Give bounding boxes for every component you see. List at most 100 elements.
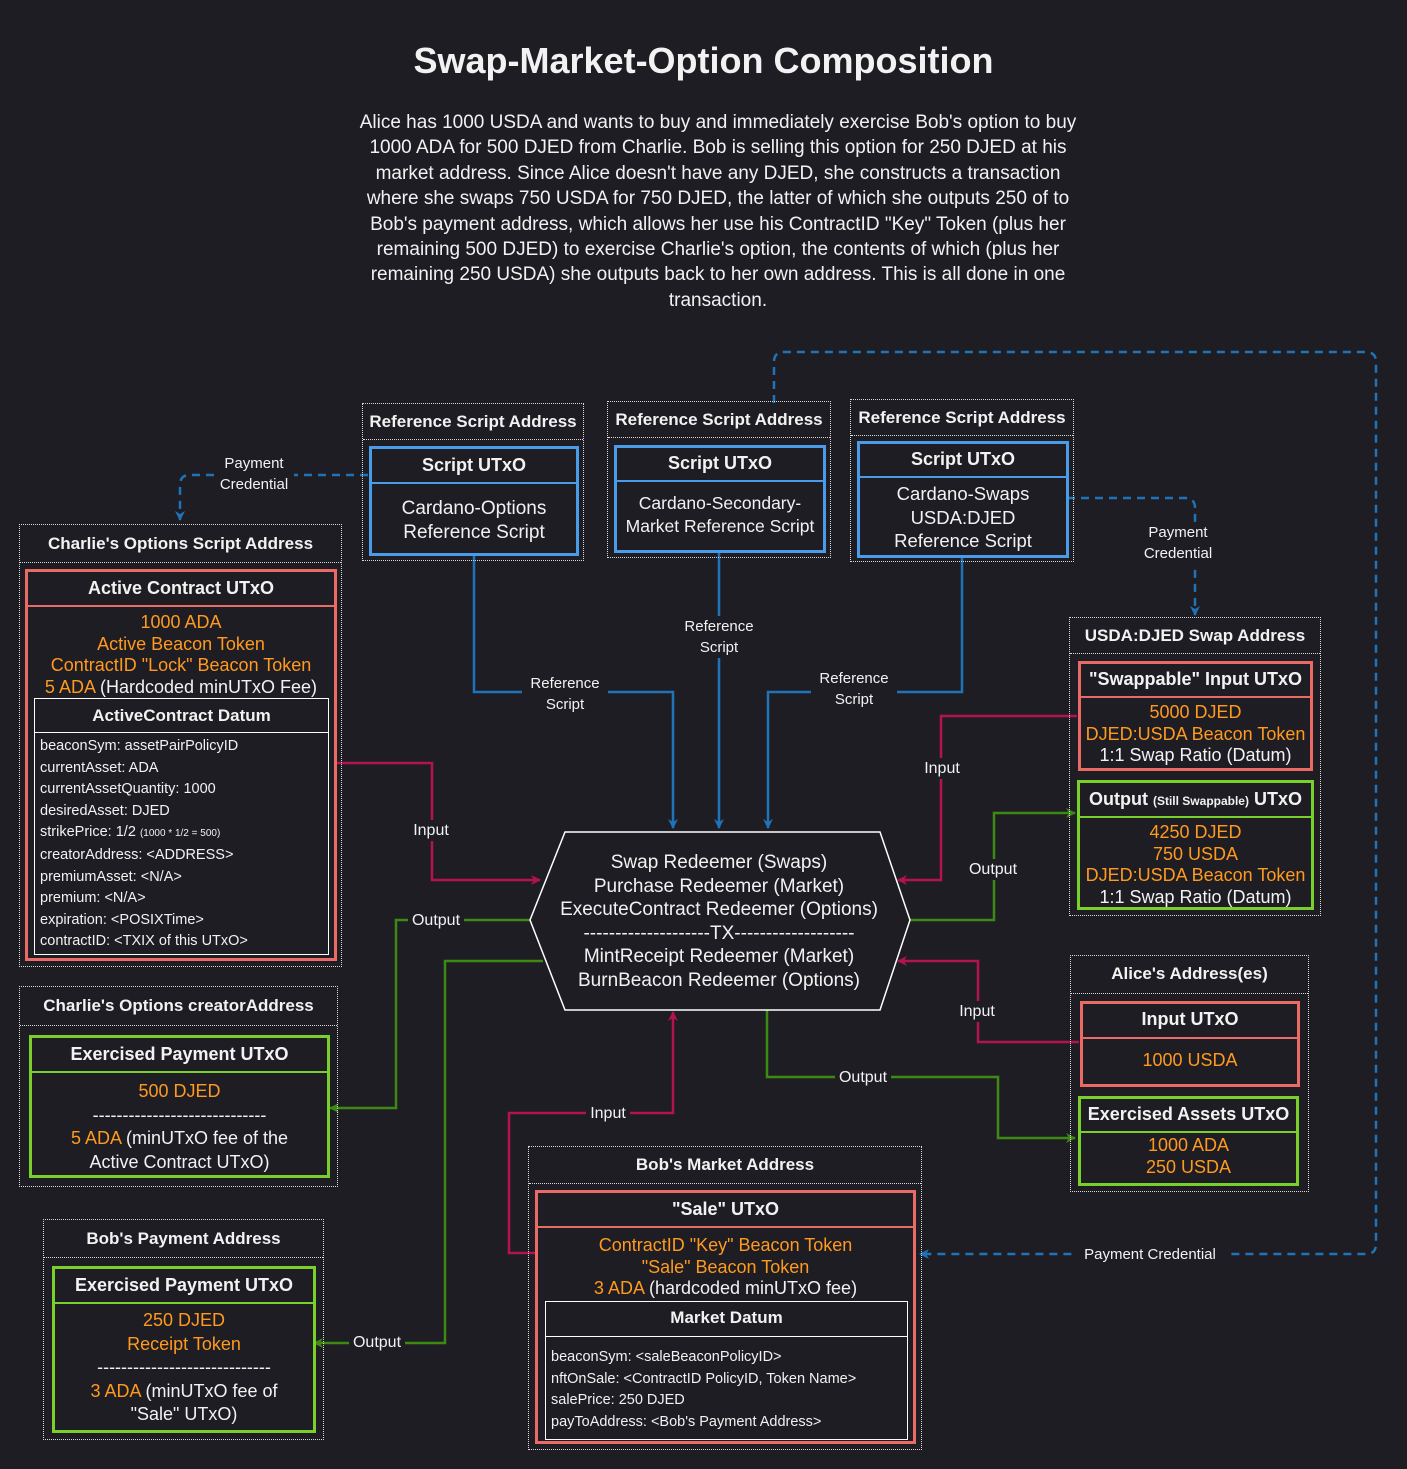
utxo-title: Output (Still Swappable) UTxO bbox=[1088, 789, 1303, 809]
utxo-title: Input UTxO bbox=[1141, 1009, 1239, 1029]
utxo-title: "Sale" UTxO bbox=[671, 1199, 780, 1219]
divider: ----------------------------- bbox=[97, 1357, 271, 1377]
alice-input-utxo: Input UTxO 1000 USDA bbox=[1080, 1001, 1300, 1087]
asset-line: 500 DJED bbox=[138, 1081, 221, 1101]
fee-line: Active Contract UTxO) bbox=[89, 1151, 270, 1172]
script-name: Cardano-Secondary- bbox=[638, 493, 802, 513]
datum-title: ActiveContract Datum bbox=[35, 699, 328, 733]
script-name: Cardano-Swaps bbox=[896, 483, 1030, 504]
fee-line: 3 ADA (minUTxO fee of bbox=[90, 1380, 278, 1401]
description: Alice has 1000 USDA and wants to buy and… bbox=[359, 112, 1077, 311]
utxo-title: Script UTxO bbox=[910, 449, 1016, 469]
pc-edge-market bbox=[772, 350, 1378, 1259]
tx-redeemers: Swap Redeemer (Swaps) Purchase Redeemer … bbox=[540, 851, 898, 992]
datum-field: premiumAsset: <N/A> bbox=[40, 868, 182, 885]
datum-field: contractID: <TXIX of this UTxO> bbox=[40, 933, 248, 950]
asset-line: Receipt Token bbox=[127, 1333, 241, 1354]
address-title: Charlie's Options creatorAddress bbox=[43, 996, 314, 1015]
datum-title: Market Datum bbox=[546, 1302, 907, 1337]
reference-script-address-options: Reference Script Address Script UTxO Car… bbox=[362, 403, 584, 561]
datum-note: 1:1 Swap Ratio (Datum) bbox=[1099, 886, 1292, 907]
address-title: Bob's Market Address bbox=[635, 1155, 815, 1174]
utxo-title: Script UTxO bbox=[667, 453, 773, 473]
edge-label-output: Output bbox=[835, 1067, 891, 1088]
datum-field: strikePrice: 1/2 (1000 * 1/2 = 500) bbox=[40, 824, 221, 841]
address-title: Alice's Address(es) bbox=[1111, 964, 1268, 983]
asset-line: 1000 USDA bbox=[1142, 1050, 1238, 1070]
address-title: Reference Script Address bbox=[858, 408, 1066, 427]
datum-field: salePrice: 250 DJED bbox=[551, 1392, 685, 1409]
fee-line: "Sale" UTxO) bbox=[130, 1404, 238, 1424]
utxo-title: Script UTxO bbox=[421, 455, 527, 475]
edge-label-output: Output bbox=[965, 859, 1021, 880]
reference-script-address-swaps: Reference Script Address Script UTxO Car… bbox=[850, 399, 1074, 562]
asset-line: 1000 ADA bbox=[1147, 1135, 1230, 1155]
datum-field: currentAssetQuantity: 1000 bbox=[40, 781, 216, 798]
tx-line: ExecuteContract Redeemer (Options) bbox=[560, 899, 878, 920]
asset-line: Active Beacon Token bbox=[97, 633, 265, 654]
asset-line: ContractID "Key" Beacon Token bbox=[598, 1235, 853, 1255]
exercised-payment-utxo: Exercised Payment UTxO 250 DJED Receipt … bbox=[52, 1266, 316, 1433]
datum-field: premium: <N/A> bbox=[40, 890, 146, 907]
tx-line: BurnBeacon Redeemer (Options) bbox=[578, 969, 860, 991]
charlie-creator-address: Charlie's Options creatorAddress Exercis… bbox=[19, 986, 338, 1187]
utxo-title: Active Contract UTxO bbox=[87, 578, 275, 598]
edge-label-input: Input bbox=[586, 1103, 630, 1124]
datum-field: currentAsset: ADA bbox=[40, 759, 159, 776]
alice-address: Alice's Address(es) Input UTxO 1000 USDA… bbox=[1070, 955, 1309, 1192]
datum-field: payToAddress: <Bob's Payment Address> bbox=[551, 1413, 822, 1430]
address-title: Reference Script Address bbox=[615, 410, 823, 429]
script-name: Market Reference Script bbox=[625, 516, 815, 536]
address-title: Bob's Payment Address bbox=[86, 1229, 281, 1248]
page-title: Swap-Market-Option Composition bbox=[413, 40, 994, 81]
utxo-title: Exercised Payment UTxO bbox=[70, 1044, 289, 1064]
still-swappable-output-utxo: Output (Still Swappable) UTxO 4250 DJED … bbox=[1077, 780, 1314, 910]
bob-market-address: Bob's Market Address "Sale" UTxO Contrac… bbox=[528, 1146, 922, 1450]
fee-line: 3 ADA (hardcoded minUTxO fee) bbox=[593, 1278, 858, 1298]
exercised-payment-utxo: Exercised Payment UTxO 500 DJED --------… bbox=[29, 1035, 330, 1178]
edge-label-payment-credential: Payment Credential bbox=[1074, 1244, 1226, 1265]
script-name: USDA:DJED bbox=[910, 506, 1016, 528]
datum-field: creatorAddress: <ADDRESS> bbox=[40, 846, 234, 863]
script-name: Cardano-Options bbox=[401, 498, 547, 519]
tx-line: Swap Redeemer (Swaps) bbox=[610, 852, 828, 873]
datum-field: beaconSym: <saleBeaconPolicyID> bbox=[551, 1349, 782, 1365]
asset-line: ContractID "Lock" Beacon Token bbox=[50, 655, 312, 675]
asset-line: 1000 ADA bbox=[140, 612, 222, 632]
edge-label-input: Input bbox=[920, 758, 964, 779]
pc-edge-swaps bbox=[1067, 496, 1200, 616]
utxo-title: Exercised Payment UTxO bbox=[74, 1275, 294, 1295]
edge-label-input: Input bbox=[409, 820, 453, 841]
output-edge-alice bbox=[765, 1010, 1076, 1143]
fee-line: 5 ADA (Hardcoded minUTxO Fee) bbox=[44, 676, 318, 697]
fee-line: 5 ADA (minUTxO fee of the bbox=[70, 1128, 289, 1148]
swappable-input-utxo: "Swappable" Input UTxO 5000 DJED DJED:US… bbox=[1078, 661, 1313, 771]
edge-label-input: Input bbox=[955, 1001, 999, 1022]
charlie-options-script-address: Charlie's Options Script Address Active … bbox=[19, 524, 342, 967]
address-title: Charlie's Options Script Address bbox=[47, 534, 314, 553]
bob-payment-address: Bob's Payment Address Exercised Payment … bbox=[43, 1219, 324, 1440]
edge-label-output: Output bbox=[349, 1332, 405, 1353]
script-utxo: Script UTxO Cardano-Swaps USDA:DJED Refe… bbox=[857, 441, 1069, 558]
tx-line: Purchase Redeemer (Market) bbox=[593, 875, 845, 897]
tx-line: MintReceipt Redeemer (Market) bbox=[583, 946, 855, 967]
input-edge-market bbox=[507, 1011, 678, 1255]
swap-address: USDA:DJED Swap Address "Swappable" Input… bbox=[1069, 617, 1321, 916]
address-title: Reference Script Address bbox=[369, 412, 577, 431]
divider: ----------------------------- bbox=[92, 1104, 267, 1125]
script-utxo: Script UTxO Cardano-Secondary- Market Re… bbox=[614, 445, 826, 553]
utxo-title: Exercised Assets UTxO bbox=[1087, 1104, 1290, 1124]
market-datum: Market Datum beaconSym: <saleBeaconPolic… bbox=[545, 1301, 908, 1440]
sale-utxo: "Sale" UTxO ContractID "Key" Beacon Toke… bbox=[535, 1190, 916, 1444]
active-contract-datum: ActiveContract Datum beaconSym: assetPai… bbox=[34, 698, 329, 955]
datum-field: beaconSym: assetPairPolicyID bbox=[40, 738, 239, 754]
asset-line: 750 USDA bbox=[1152, 843, 1239, 864]
asset-line: DJED:USDA Beacon Token bbox=[1085, 865, 1306, 885]
asset-line: DJED:USDA Beacon Token bbox=[1085, 723, 1306, 744]
output-edge-creator bbox=[329, 918, 530, 1113]
